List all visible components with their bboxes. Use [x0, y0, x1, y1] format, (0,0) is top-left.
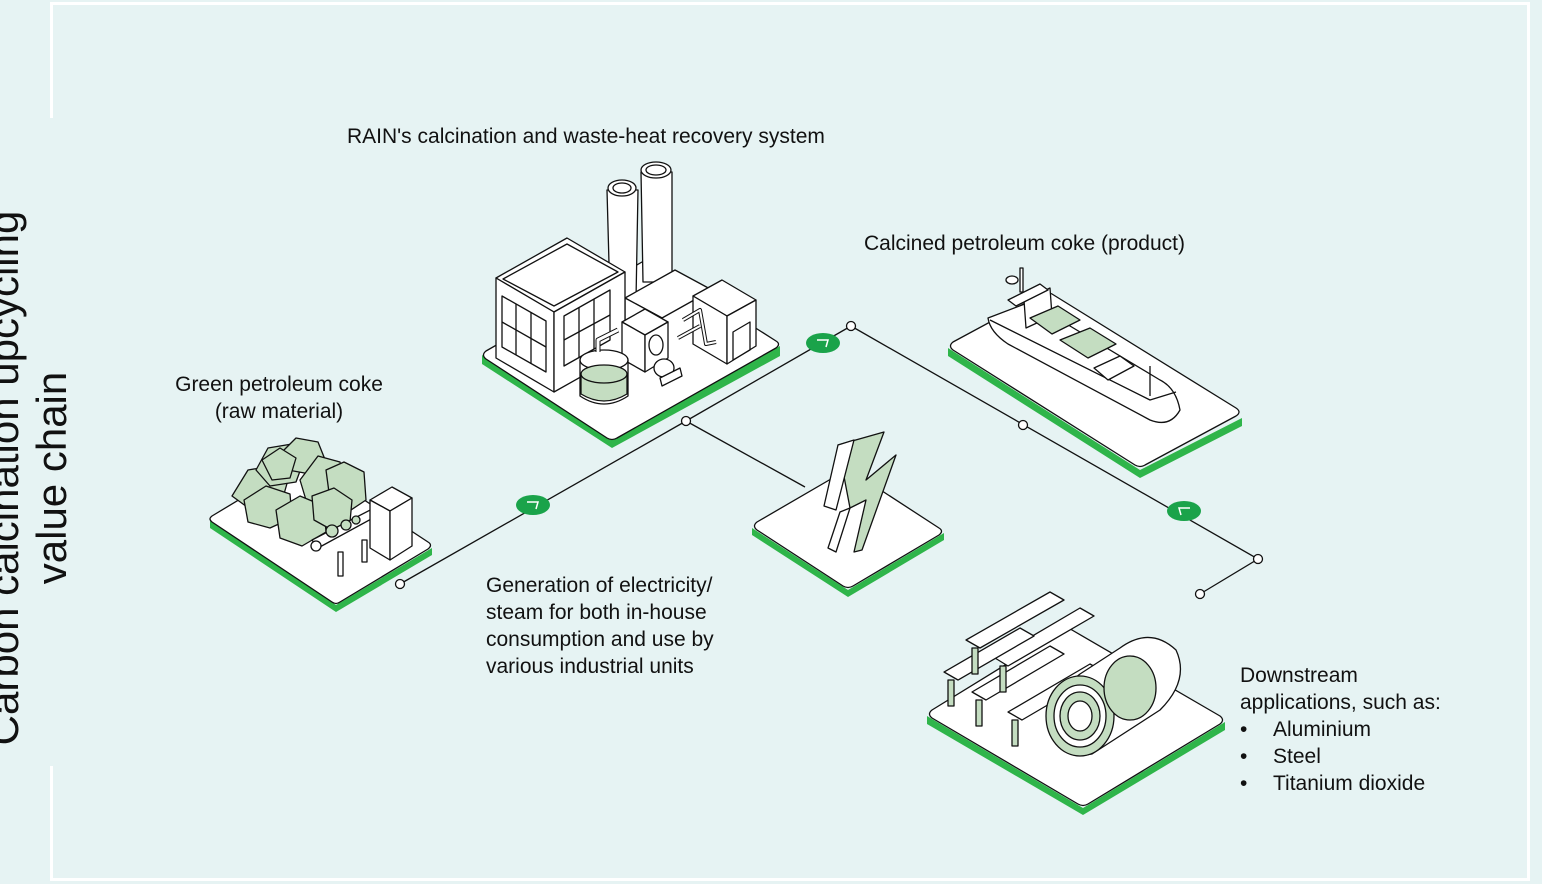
lightning-bolt-icon [752, 431, 944, 597]
connector-hub-to-electricity [685, 420, 806, 488]
electricity-label-line: Generation of electricity/ [486, 574, 713, 597]
factory-icon [482, 161, 780, 448]
raw-material-label-line-1: Green petroleum coke [175, 373, 383, 396]
downstream-label-line-1: Downstream [1240, 664, 1358, 687]
steel-beams-coils-icon [927, 591, 1225, 815]
raw-material-label: Green petroleum coke (raw material) [160, 371, 398, 425]
raw-material-label-line-2: (raw material) [214, 400, 344, 423]
arrow-badge-icon [805, 332, 841, 354]
list-item: Titanium dioxide [1240, 770, 1441, 797]
downstream-applications-list: Aluminium Steel Titanium dioxide [1240, 716, 1441, 797]
downstream-label: Downstream applications, such as: Alumin… [1240, 662, 1441, 797]
arrow-badge-icon [515, 494, 551, 516]
list-item: Aluminium [1240, 716, 1441, 743]
connector-dot-icon [1252, 553, 1264, 565]
frame-gap [46, 118, 58, 766]
connector-dot-icon [680, 415, 692, 427]
electricity-label-line: various industrial units [486, 655, 694, 678]
product-label: Calcined petroleum coke (product) [864, 232, 1185, 255]
downstream-label-line-2: applications, such as: [1240, 691, 1441, 714]
arrow-badge-icon [1166, 500, 1202, 522]
electricity-label-line: consumption and use by [486, 628, 714, 651]
connector-dot-icon [845, 320, 857, 332]
electricity-label-line: steam for both in-house [486, 601, 707, 624]
connector-dot-icon [1017, 419, 1029, 431]
cargo-ship-icon [948, 267, 1242, 478]
electricity-label: Generation of electricity/ steam for bot… [486, 572, 714, 680]
list-item: Steel [1240, 743, 1441, 770]
connector-dot-icon [1194, 588, 1206, 600]
calcination-label: RAIN's calcination and waste-heat recove… [347, 125, 825, 148]
connector-dot-icon [394, 578, 406, 590]
coke-pile-conveyor-icon [209, 437, 432, 612]
